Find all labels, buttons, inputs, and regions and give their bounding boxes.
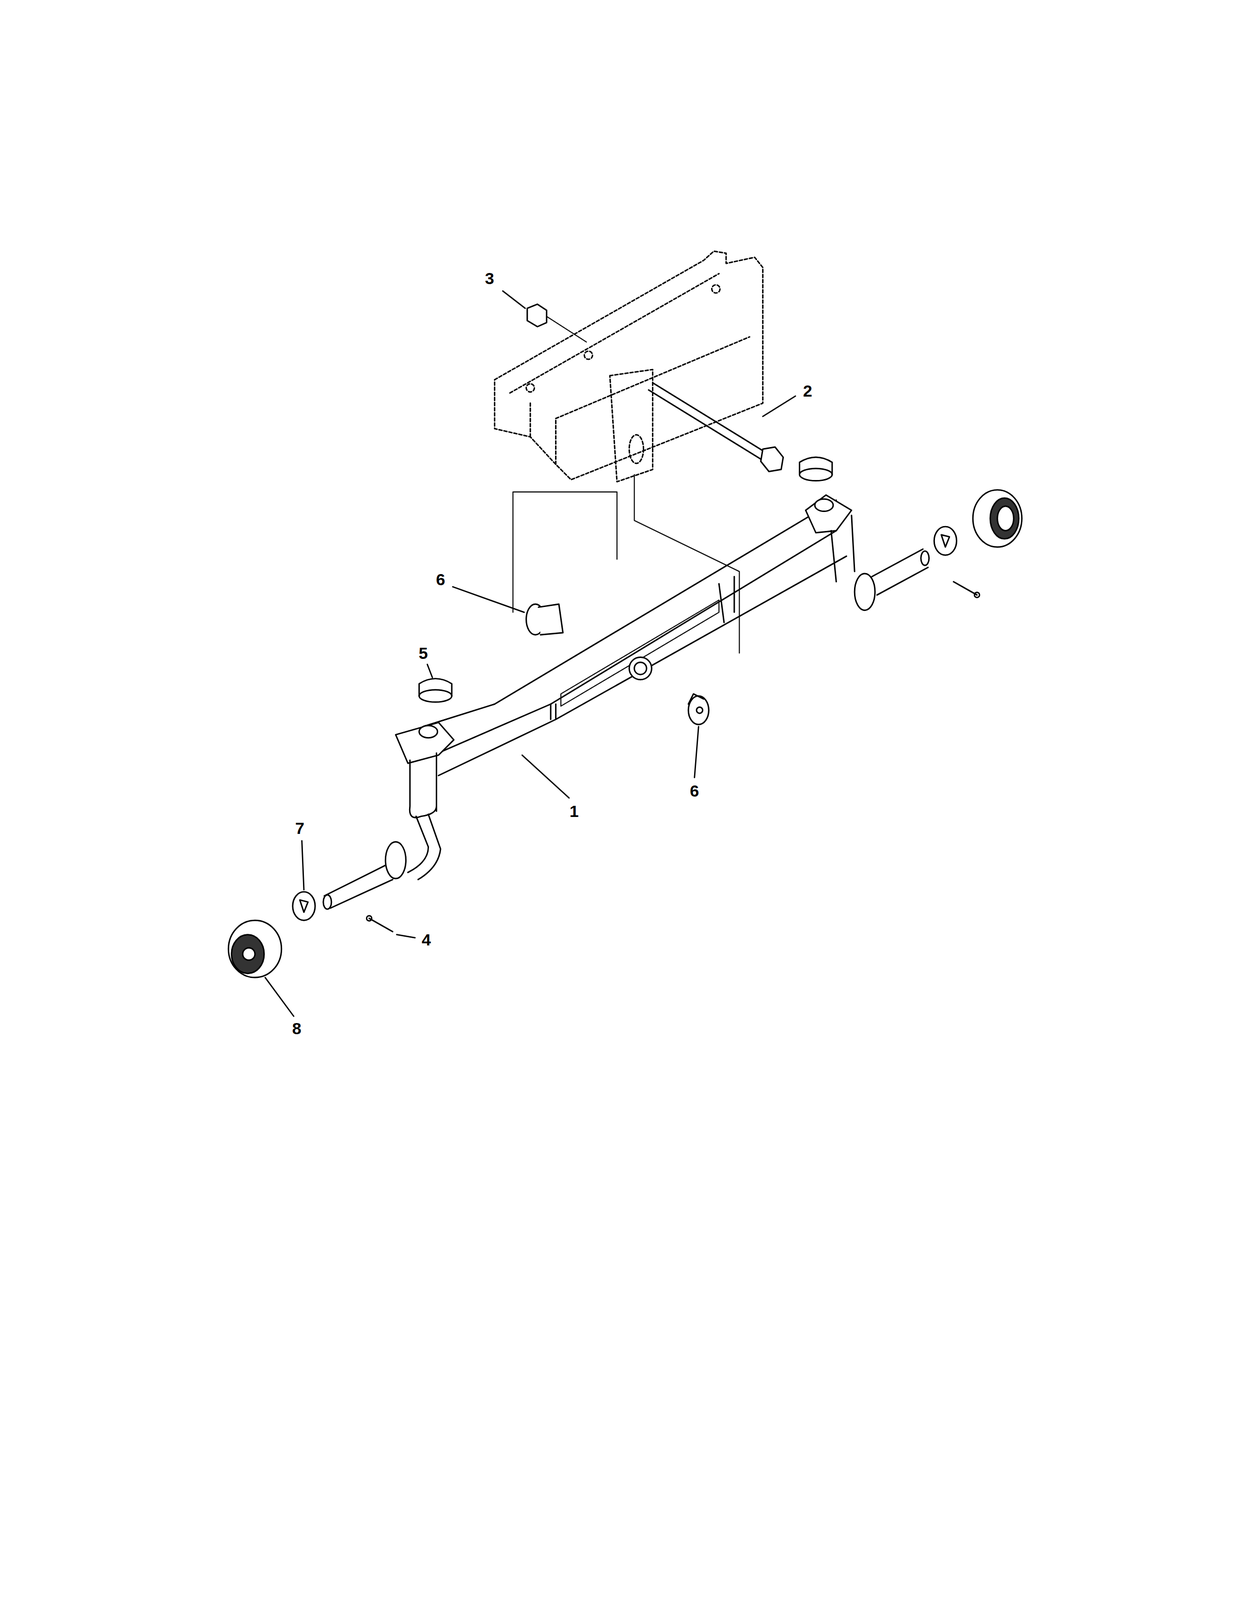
leader-lines: [265, 290, 796, 1016]
callout-number: 7: [295, 819, 305, 837]
callout-number: 3: [484, 269, 494, 287]
callout-number: 6: [435, 570, 445, 588]
callout-number: 2: [803, 382, 813, 399]
callout-number: 4: [421, 931, 431, 948]
callout-number: 1: [569, 802, 579, 820]
callout-number: 5: [418, 644, 428, 662]
callout-number: 6: [689, 782, 699, 799]
callout-number: 8: [292, 1019, 302, 1037]
frame-bracket: [494, 251, 763, 482]
